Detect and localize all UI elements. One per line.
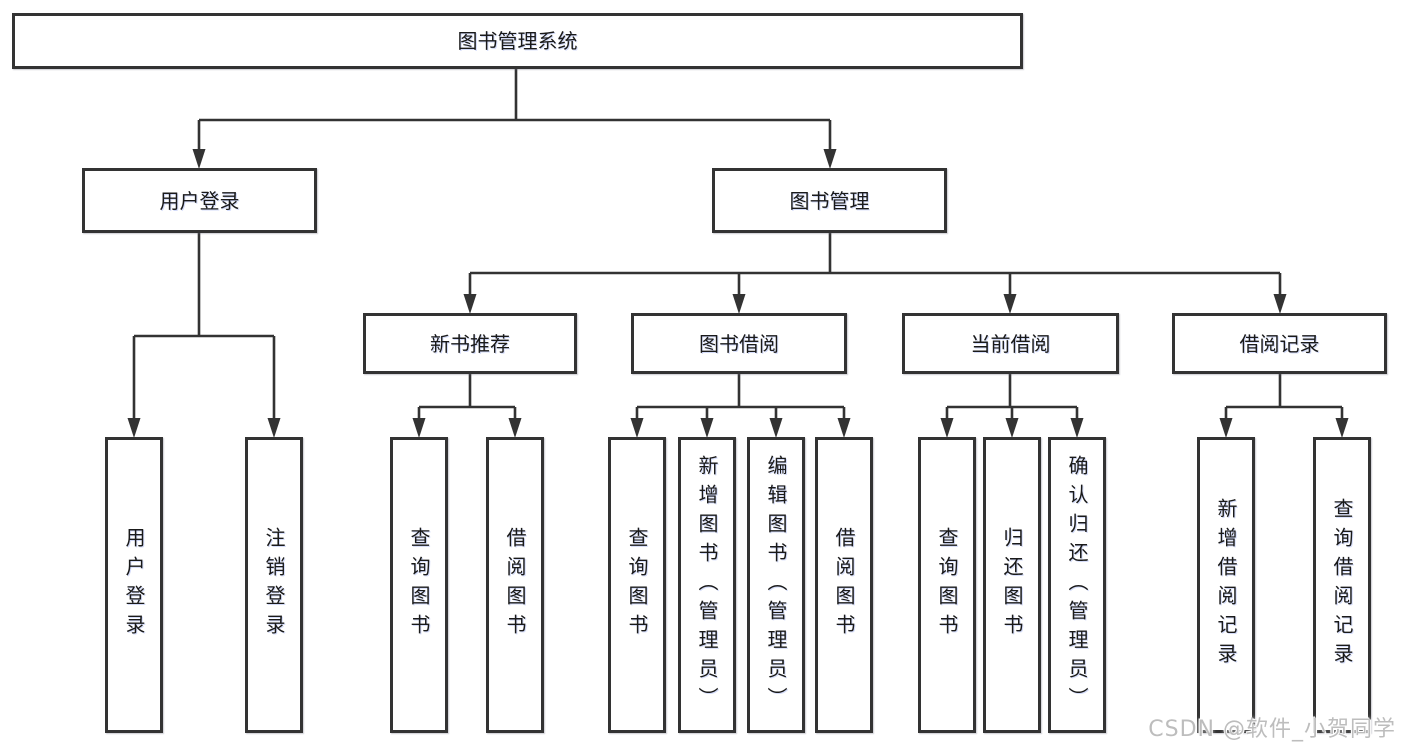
watermark: CSDN @软件_小贺同学 — [1148, 717, 1396, 742]
node-new-book-recommend: 新书推荐 — [363, 313, 577, 374]
node-label: 用户登录 — [122, 527, 146, 643]
node-label: 图书借阅 — [699, 331, 779, 356]
leaf-borrow-books-2: 借阅图书 — [815, 437, 873, 733]
node-label: 归还图书 — [1000, 527, 1024, 643]
leaf-user-login: 用户登录 — [105, 437, 163, 733]
leaf-add-borrow-record: 新增借阅记录 — [1197, 437, 1255, 733]
node-label: 查询图书 — [625, 527, 649, 643]
leaf-confirm-return-admin: 确认归还（管理员） — [1048, 437, 1106, 733]
leaf-add-book-admin: 新增图书（管理员） — [678, 437, 736, 733]
node-label: 借阅记录 — [1239, 331, 1320, 356]
node-label: 图书管理 — [789, 188, 870, 213]
leaf-query-books-3: 查询图书 — [918, 437, 976, 733]
node-label: 查询借阅记录 — [1330, 498, 1354, 672]
node-label: 当前借阅 — [970, 331, 1051, 356]
node-label: 注销登录 — [262, 527, 286, 643]
node-label: 查询图书 — [407, 527, 431, 643]
node-label: 借阅图书 — [503, 527, 527, 643]
node-label: 确认归还（管理员） — [1065, 454, 1089, 716]
leaf-borrow-books-1: 借阅图书 — [486, 437, 544, 733]
node-current-borrowing: 当前借阅 — [902, 313, 1119, 374]
node-label: 新增借阅记录 — [1214, 498, 1238, 672]
node-label: 图书管理系统 — [457, 29, 578, 53]
node-label: 查询图书 — [935, 527, 959, 643]
leaf-query-borrow-record: 查询借阅记录 — [1313, 437, 1371, 733]
node-borrowing-records: 借阅记录 — [1172, 313, 1387, 374]
node-book-borrowing: 图书借阅 — [631, 313, 847, 374]
node-user-login: 用户登录 — [82, 168, 317, 233]
node-book-management: 图书管理 — [712, 168, 947, 233]
node-label: 新增图书（管理员） — [695, 454, 719, 716]
node-label: 借阅图书 — [832, 527, 856, 643]
leaf-query-books-2: 查询图书 — [608, 437, 666, 733]
node-label: 新书推荐 — [430, 331, 510, 356]
node-label: 编辑图书（管理员） — [764, 454, 788, 716]
leaf-return-books: 归还图书 — [983, 437, 1041, 733]
node-library-system: 图书管理系统 — [12, 13, 1023, 69]
leaf-edit-book-admin: 编辑图书（管理员） — [747, 437, 805, 733]
node-label: 用户登录 — [159, 188, 240, 213]
leaf-logout-login: 注销登录 — [245, 437, 303, 733]
leaf-query-books-1: 查询图书 — [390, 437, 448, 733]
